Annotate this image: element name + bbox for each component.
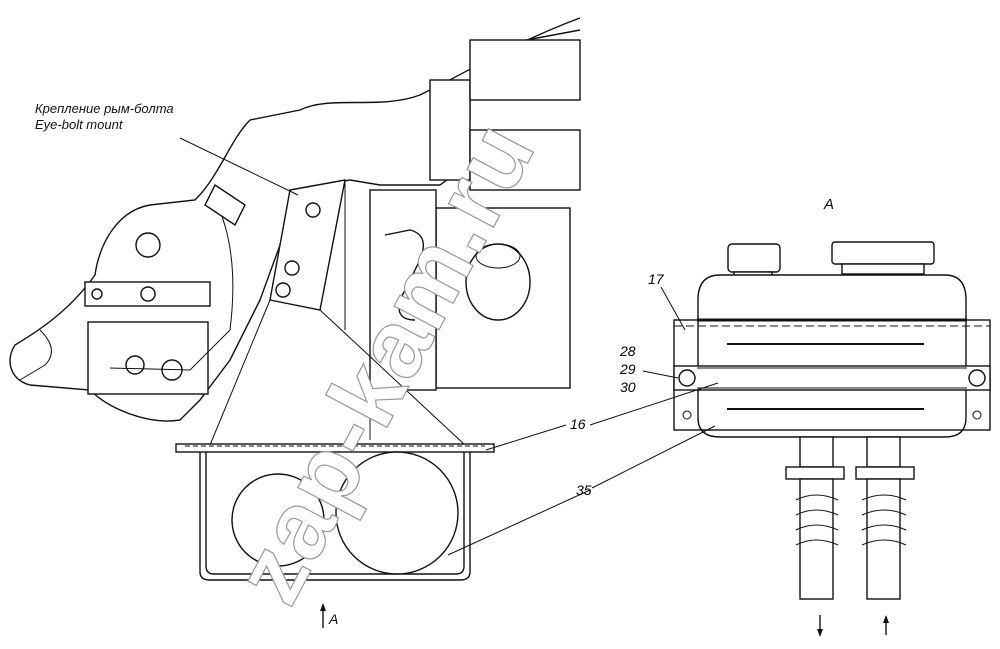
part-number-29: 29 — [620, 361, 636, 377]
part-number-17: 17 — [648, 271, 664, 287]
engine-assembly-view — [9, 17, 581, 446]
callout-ru: Крепление рым-болта — [35, 101, 174, 116]
view-a-label: A — [824, 196, 835, 213]
part-number-28: 28 — [620, 343, 636, 359]
eye-bolt-callout: Крепление рым-болта Eye-bolt mount — [35, 101, 174, 133]
view-arrow-label: A — [329, 611, 339, 627]
part-number-30: 30 — [620, 379, 636, 395]
reservoir-view-a — [589, 241, 991, 637]
reservoir-section-bottom — [175, 424, 591, 628]
part-number-35: 35 — [576, 482, 592, 498]
part-number-16: 16 — [570, 416, 586, 432]
callout-en: Eye-bolt mount — [35, 117, 123, 132]
